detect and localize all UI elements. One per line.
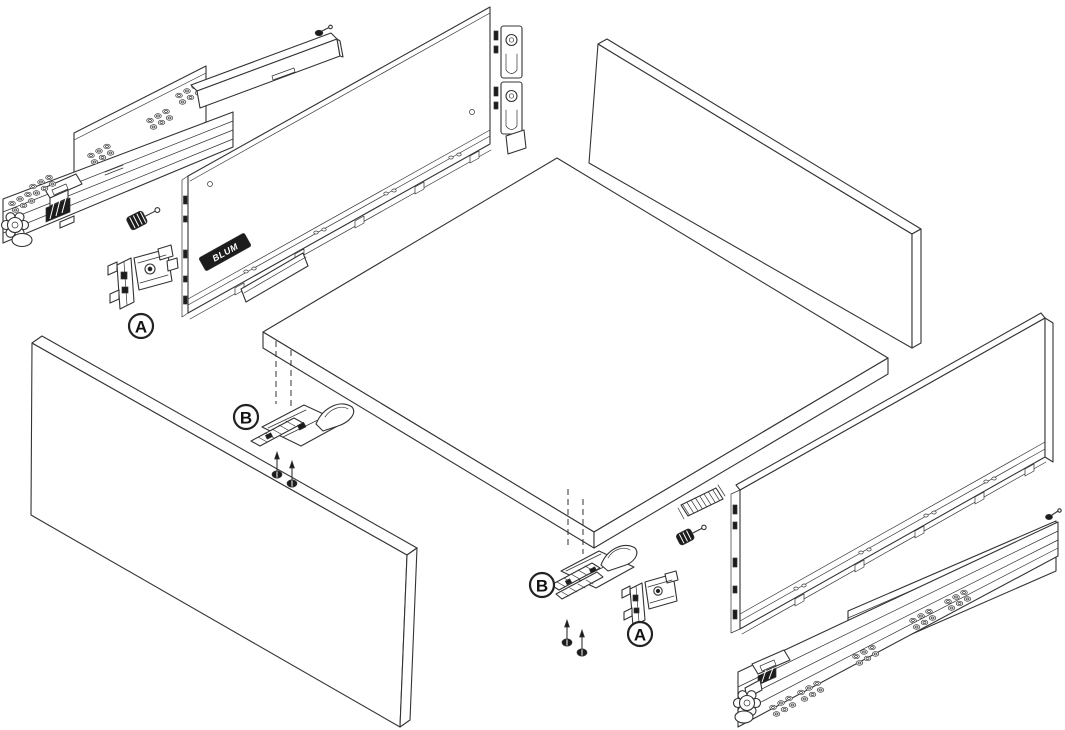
- rear-fixing-bracket-a-front: [621, 570, 679, 627]
- callout-a-left: A: [127, 312, 155, 340]
- drawer-bottom-panel: [262, 157, 889, 554]
- panel-hole: [207, 181, 213, 187]
- fixing-screw: [561, 619, 573, 647]
- runner-latch-bracket: [43, 173, 83, 199]
- rear-fixing-bracket-a-left: [107, 244, 179, 310]
- callout-a-front: A: [626, 620, 654, 648]
- rail-pin: [314, 29, 324, 37]
- fixing-screw: [271, 451, 283, 479]
- callout-a-left-text: A: [135, 318, 147, 337]
- callout-b-front: B: [528, 571, 556, 599]
- front-panel: [30, 335, 418, 728]
- system-screw-front: [676, 524, 707, 546]
- left-cabinet-runner: [0, 65, 234, 248]
- left-drawer-side-panel: BLUM: [181, 6, 527, 320]
- hook-strip: [677, 484, 726, 520]
- system-screw-left: [126, 207, 161, 231]
- right-cabinet-runner: [732, 508, 1062, 728]
- fixing-screw: [576, 629, 588, 657]
- gallery-rail: [190, 24, 344, 109]
- rail-pin: [1045, 514, 1053, 520]
- fixing-screw: [286, 460, 298, 488]
- callout-a-front-text: A: [634, 626, 646, 645]
- panel-front-bracket-pair: [493, 25, 527, 155]
- runner-latch-bracket: [751, 649, 791, 675]
- right-drawer-side-panel: [730, 312, 1054, 635]
- callout-b-left-text: B: [240, 409, 252, 428]
- front-fixing-device-b-left: [250, 403, 355, 488]
- back-panel: [588, 38, 922, 349]
- callout-b-front-text: B: [536, 577, 548, 596]
- callout-b-left: B: [232, 403, 260, 431]
- panel-hole: [469, 109, 475, 115]
- front-fixing-device-b-front: [550, 544, 638, 657]
